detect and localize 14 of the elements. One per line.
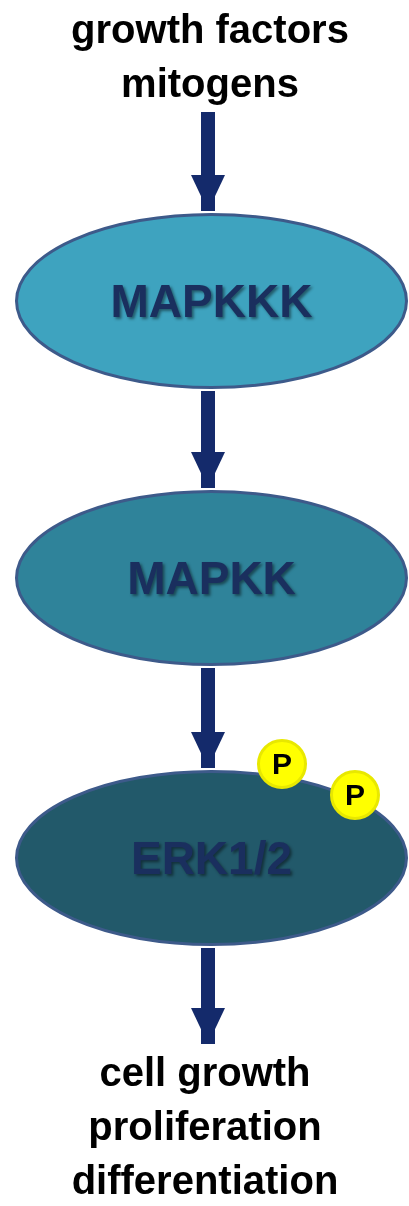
phosphate-circle: [330, 770, 380, 820]
arrow: [191, 391, 225, 488]
pathway-label: growth factors mitogens: [70, 6, 350, 107]
arrow: [191, 668, 225, 768]
kinase-label: MAPKK: [127, 555, 296, 601]
phosphate-label: P: [345, 780, 365, 810]
pathway-label: cell growth proliferation differentiation: [70, 1049, 340, 1204]
arrow: [191, 948, 225, 1044]
kinase-ellipse: [15, 213, 408, 389]
kinase-ellipse: [15, 490, 408, 666]
kinase-label: MAPKKK: [110, 278, 313, 324]
arrow: [191, 112, 225, 211]
phosphate-circle: [257, 739, 307, 789]
phosphate-label: P: [272, 749, 292, 779]
